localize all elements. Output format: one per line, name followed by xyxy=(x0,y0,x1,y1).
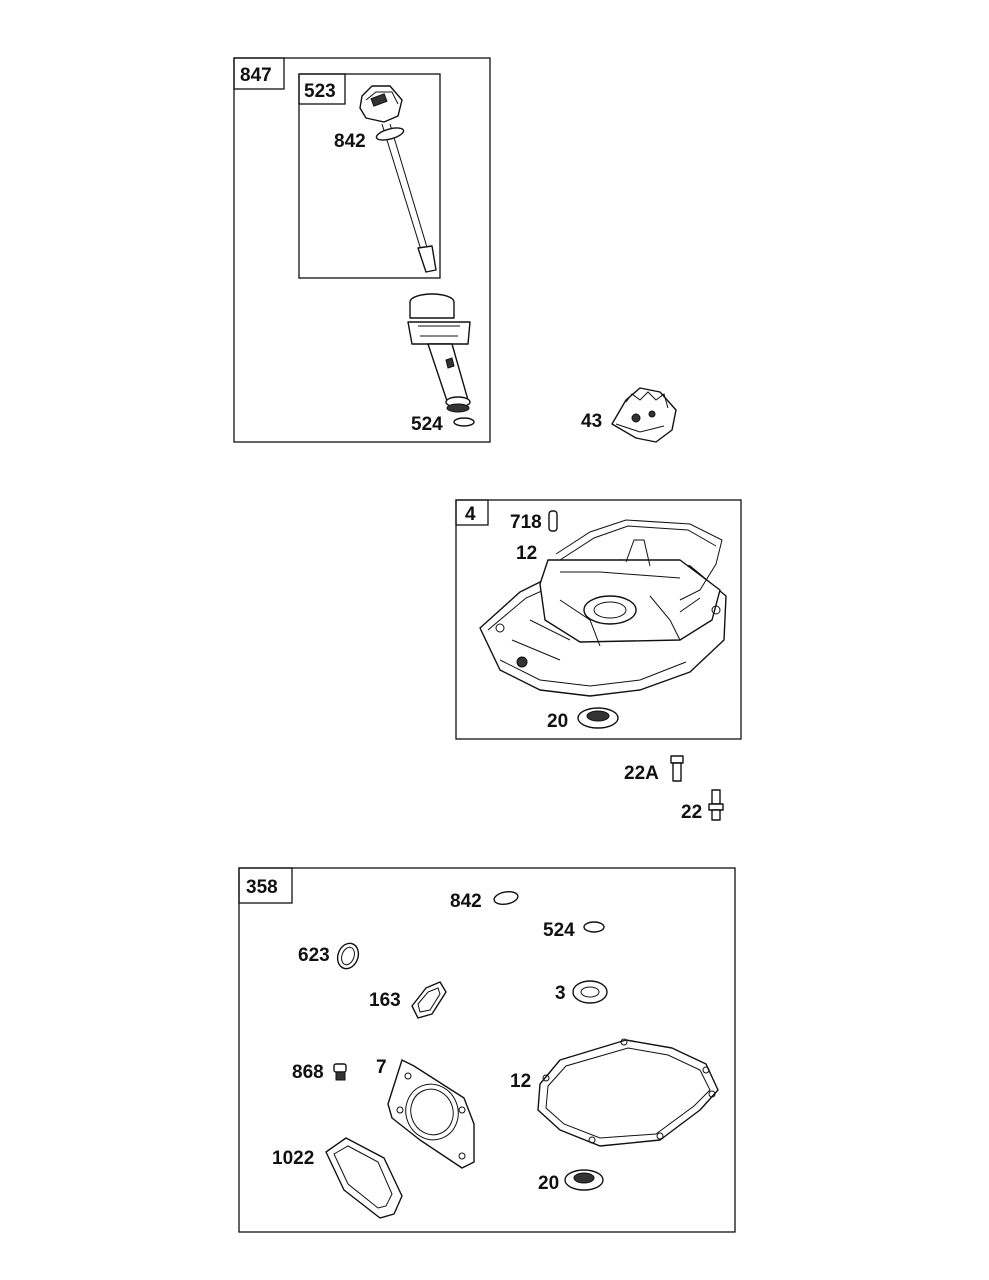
group-4-tag-box xyxy=(455,499,489,526)
group-4-tag: 4 xyxy=(465,504,476,525)
bolt-22-part xyxy=(708,789,724,821)
group-358-panel: 358 842 524 623 163 3 868 xyxy=(238,867,736,1233)
gasket-12-kit-part xyxy=(537,1038,719,1147)
o-ring-842-part xyxy=(375,127,405,141)
callout-524-kit: 524 xyxy=(543,920,575,941)
callout-22: 22 xyxy=(681,802,702,823)
gasket-1022-part xyxy=(325,1137,403,1219)
gasket-12-upper-part xyxy=(555,519,723,601)
callout-20-upper: 20 xyxy=(547,711,568,732)
gasket-163-part xyxy=(411,981,447,1019)
callout-22a: 22A xyxy=(624,763,659,784)
callout-1022: 1022 xyxy=(272,1148,314,1169)
callout-718: 718 xyxy=(510,512,542,533)
governor-part-43 xyxy=(611,387,677,443)
group-523-frame xyxy=(298,73,441,279)
oil-seal-20-kit-part xyxy=(564,1169,604,1191)
dowel-pin-718-part xyxy=(548,510,558,532)
callout-842-upper: 842 xyxy=(334,131,366,152)
callout-7: 7 xyxy=(376,1057,387,1078)
o-ring-524-kit-part xyxy=(583,921,605,933)
group-358-frame xyxy=(238,867,736,1233)
o-ring-842-kit-part xyxy=(493,891,519,905)
group-847-panel: 847 523 842 524 xyxy=(233,57,491,443)
callout-43: 43 xyxy=(581,411,602,432)
group-847-tag: 847 xyxy=(240,65,272,86)
plug-868-part xyxy=(333,1063,347,1081)
dipstick-tube-part xyxy=(407,293,471,413)
group-523-tag-box xyxy=(298,73,346,105)
callout-163: 163 xyxy=(369,990,401,1011)
group-4-panel: 4 718 12 20 xyxy=(455,499,742,740)
callout-3: 3 xyxy=(555,983,566,1004)
callout-868: 868 xyxy=(292,1062,324,1083)
callout-20-kit: 20 xyxy=(538,1173,559,1194)
callout-524-upper: 524 xyxy=(411,414,443,435)
group-847-frame xyxy=(233,57,491,443)
callout-12-kit: 12 xyxy=(510,1071,531,1092)
engine-sump-part xyxy=(479,539,727,697)
group-523-tag: 523 xyxy=(304,81,336,102)
group-358-tag: 358 xyxy=(246,877,278,898)
group-358-tag-box xyxy=(238,867,293,904)
callout-842-kit: 842 xyxy=(450,891,482,912)
head-gasket-7-part xyxy=(387,1059,475,1169)
callout-623: 623 xyxy=(298,945,330,966)
o-ring-524-part xyxy=(453,417,475,427)
group-847-tag-box xyxy=(233,57,285,90)
bolt-22a-part xyxy=(670,755,684,782)
oil-seal-3-part xyxy=(572,980,608,1004)
oil-seal-20-upper-part xyxy=(577,707,619,729)
o-ring-623-part xyxy=(336,942,360,970)
group-4-frame xyxy=(455,499,742,740)
dipstick-part xyxy=(359,85,437,273)
callout-12-upper: 12 xyxy=(516,543,537,564)
